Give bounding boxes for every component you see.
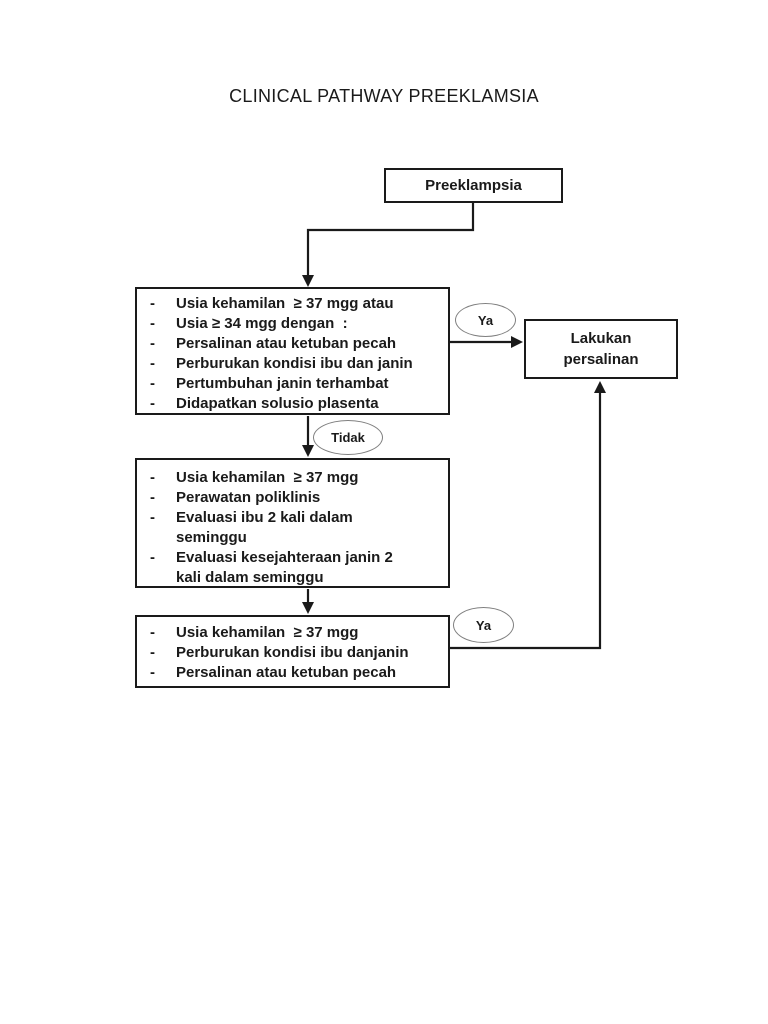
oval-label: Tidak bbox=[331, 430, 365, 445]
list-item-text: Persalinan atau ketuban pecah bbox=[176, 664, 397, 681]
list-item: - Usia ≥ 34 mgg dengan : bbox=[150, 314, 442, 334]
decision-label-tidak: Tidak bbox=[313, 420, 383, 455]
list-item: - Persalinan atau ketuban pecah bbox=[150, 334, 442, 354]
connector-criteria3-to-result bbox=[450, 392, 602, 650]
node-start-preeklampsia: Preeklampsia bbox=[384, 168, 563, 203]
bullet-dash: - bbox=[150, 489, 155, 506]
list-item: - Usia kehamilan ≥ 37 mgg atau bbox=[150, 294, 442, 314]
list-item: - Perburukan kondisi ibu danjanin bbox=[150, 643, 442, 663]
node-criteria-1: - Usia kehamilan ≥ 37 mgg atau - Usia ≥ … bbox=[135, 287, 450, 415]
list-item-text: Usia kehamilan ≥ 37 mgg atau bbox=[176, 295, 394, 312]
list-item: - Evaluasi kesejahteraan janin 2 kali da… bbox=[150, 548, 442, 588]
list-item: - Evaluasi ibu 2 kali dalam seminggu bbox=[150, 508, 442, 548]
bullet-dash: - bbox=[150, 469, 155, 486]
bullet-dash: - bbox=[150, 644, 155, 661]
list-item-text: Evaluasi ibu 2 kali dalam bbox=[176, 509, 353, 526]
list-item: - Perawatan poliklinis bbox=[150, 488, 442, 508]
arrowhead-right-icon bbox=[511, 336, 523, 348]
bullet-dash: - bbox=[150, 624, 155, 641]
node-criteria-3: - Usia kehamilan ≥ 37 mgg - Perburukan k… bbox=[135, 615, 450, 688]
list-item: - Persalinan atau ketuban pecah bbox=[150, 663, 442, 683]
bullet-dash: - bbox=[150, 295, 155, 312]
bullet-dash: - bbox=[150, 664, 155, 681]
list-item-text: Perburukan kondisi ibu dan janin bbox=[176, 355, 413, 372]
oval-label: Ya bbox=[477, 312, 494, 328]
bullet-dash: - bbox=[150, 549, 155, 566]
list-item-text: Perburukan kondisi ibu danjanin bbox=[176, 644, 409, 661]
node-label-line: persalinan bbox=[563, 351, 639, 368]
decision-label-ya-top: Ya bbox=[455, 303, 516, 337]
arrowhead-down-icon bbox=[302, 275, 314, 287]
list-item-text: Usia kehamilan ≥ 37 mgg bbox=[176, 469, 359, 486]
list-item: - Pertumbuhan janin terhambat bbox=[150, 374, 442, 394]
node-label: Preeklampsia bbox=[425, 176, 522, 194]
node-label-line: Lakukan bbox=[570, 330, 632, 347]
list-item-text: Usia kehamilan ≥ 37 mgg bbox=[176, 624, 359, 641]
list-item-text: Persalinan atau ketuban pecah bbox=[176, 335, 397, 352]
bullet-dash: - bbox=[150, 315, 155, 332]
list-item-text: Pertumbuhan janin terhambat bbox=[176, 375, 389, 392]
bullet-dash: - bbox=[150, 335, 155, 352]
bullet-dash: - bbox=[150, 509, 155, 526]
list-item-text: Evaluasi kesejahteraan janin 2 bbox=[176, 549, 393, 566]
arrowhead-up-icon bbox=[594, 381, 606, 393]
list-item: - Usia kehamilan ≥ 37 mgg bbox=[150, 468, 442, 488]
bullet-dash: - bbox=[150, 375, 155, 392]
node-criteria-2: - Usia kehamilan ≥ 37 mgg - Perawatan po… bbox=[135, 458, 450, 588]
decision-label-ya-bottom: Ya bbox=[453, 607, 514, 643]
list-item-text: seminggu bbox=[176, 529, 247, 546]
list-item-text: kali dalam seminggu bbox=[176, 569, 324, 586]
bullet-dash: - bbox=[150, 355, 155, 372]
list-item-text: Usia ≥ 34 mgg dengan : bbox=[176, 315, 348, 332]
arrowhead-down-icon bbox=[302, 445, 314, 457]
list-item: - Didapatkan solusio plasenta bbox=[150, 394, 442, 414]
node-result-lakukan-persalinan: Lakukan persalinan bbox=[524, 319, 678, 379]
list-item-text: Perawatan poliklinis bbox=[176, 489, 321, 506]
oval-label: Ya bbox=[475, 617, 492, 633]
bullet-dash: - bbox=[150, 395, 155, 412]
connector-start-to-criteria1 bbox=[306, 203, 475, 277]
page-title: CLINICAL PATHWAY PREEKLAMSIA bbox=[229, 86, 539, 106]
list-item: - Perburukan kondisi ibu dan janin bbox=[150, 354, 442, 374]
arrowhead-down-icon bbox=[302, 602, 314, 614]
list-item-text: Didapatkan solusio plasenta bbox=[176, 395, 379, 412]
list-item: - Usia kehamilan ≥ 37 mgg bbox=[150, 623, 442, 643]
